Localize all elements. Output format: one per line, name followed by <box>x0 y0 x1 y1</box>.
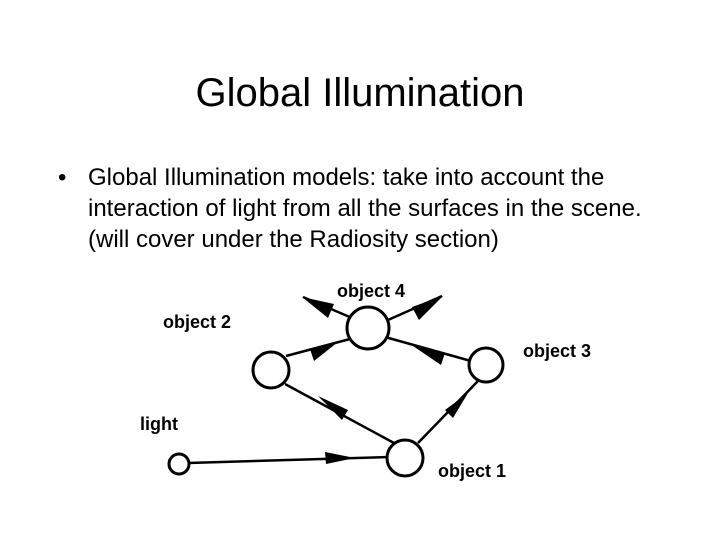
bullet-item: • Global Illumination models: take into … <box>58 162 658 255</box>
arrowhead-object3-object4 <box>413 346 445 365</box>
node-object4 <box>345 305 391 351</box>
node-light <box>167 452 191 476</box>
node-object3 <box>467 346 505 384</box>
arrowhead-object1-object3 <box>445 393 468 418</box>
node-object1 <box>385 438 425 478</box>
bullet-text: Global Illumination models: take into ac… <box>88 164 642 253</box>
bullet-marker: • <box>58 164 67 191</box>
label-light: light <box>140 414 178 434</box>
slide-title: Global Illumination <box>195 71 525 115</box>
arrowhead-object1-object2 <box>318 396 348 420</box>
arrowhead-object4-upper-left <box>302 297 334 318</box>
bullet-list: • Global Illumination models: take into … <box>58 162 658 255</box>
arrowhead-object2-object4 <box>310 342 338 361</box>
arrowhead-light-object1 <box>325 452 355 464</box>
arrowhead-object4-upper-right <box>412 296 443 320</box>
label-object4: object 4 <box>337 281 405 301</box>
label-object3: object 3 <box>523 341 591 361</box>
node-object2 <box>251 350 291 390</box>
edge-light-to-object1 <box>187 455 391 465</box>
edge-object3-to-object4 <box>384 335 472 363</box>
label-object1: object 1 <box>438 461 506 481</box>
label-object2: object 2 <box>163 312 231 332</box>
